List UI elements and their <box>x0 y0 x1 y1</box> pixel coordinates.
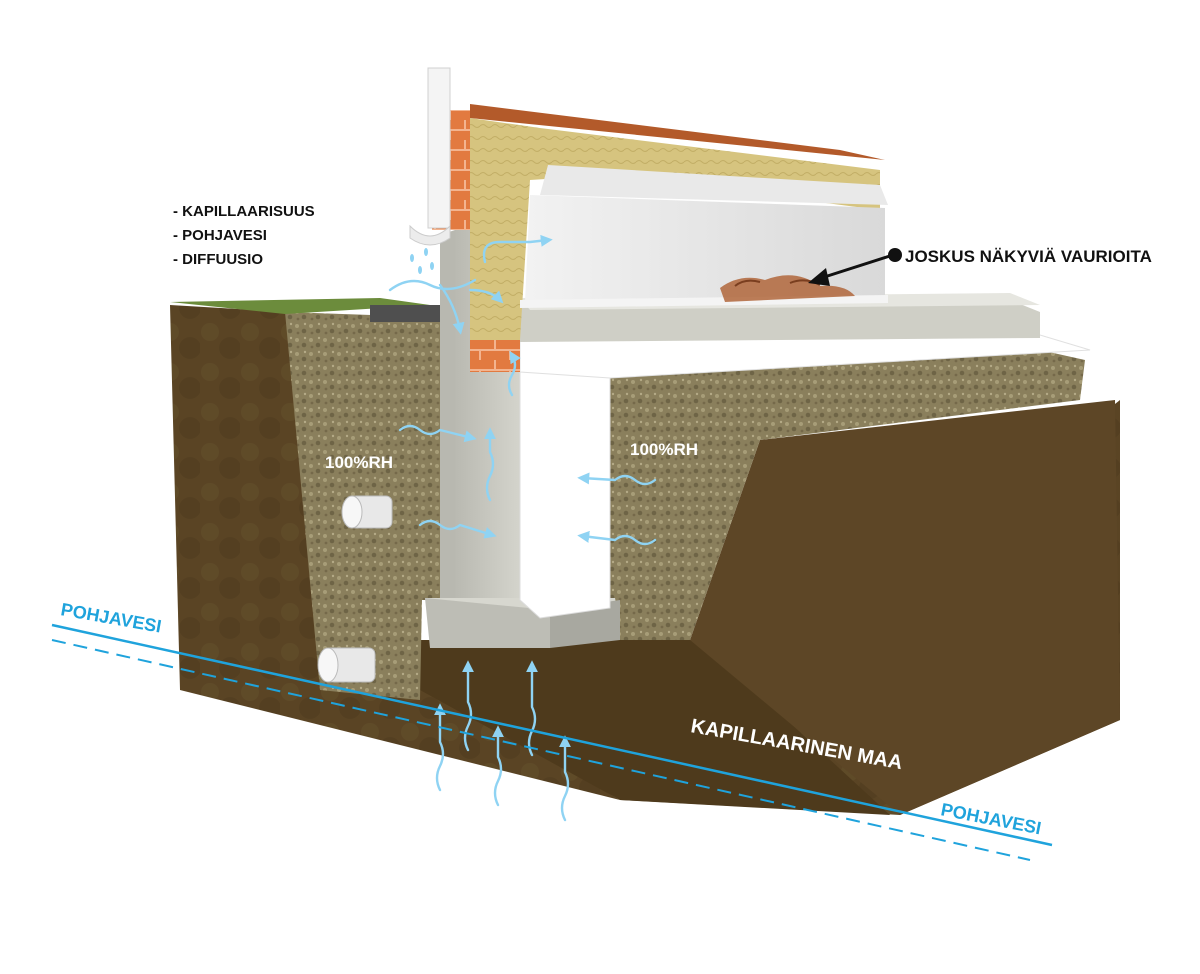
rh-label-left: 100%RH <box>325 453 393 472</box>
capillary-arrow-wall <box>507 350 521 397</box>
footing <box>425 598 620 648</box>
diffusion-arrow-right-1 <box>577 472 657 486</box>
capillary-arrow-2 <box>462 660 474 752</box>
downpipe <box>409 67 451 246</box>
capillary-arrow-1 <box>434 703 446 792</box>
rh-label-right: 100%RH <box>630 440 698 459</box>
groundwater-lines <box>51 623 1053 861</box>
paving-stone <box>370 305 440 322</box>
diffusion-arrow-wall-mid <box>468 288 504 304</box>
legend-item-capillarity: - KAPILLAARISUUS <box>173 203 315 220</box>
diffusion-arrow-left-2 <box>418 519 497 539</box>
diffusion-arrow-left-1 <box>398 424 477 443</box>
grass-strip <box>170 298 430 314</box>
legend-item-diffusion: - DIFFUUSIO <box>173 251 263 268</box>
legend-item-groundwater: - POHJAVESI <box>173 227 267 244</box>
drain-pipe-lower <box>317 647 376 683</box>
capillary-arrow-wall-2 <box>484 427 496 502</box>
capillary-arrow-5 <box>559 735 571 822</box>
damage-callout-label: JOSKUS NÄKYVIÄ VAURIOITA <box>905 247 1152 266</box>
diffusion-arrow-right-2 <box>577 530 657 546</box>
splash-swirl <box>388 278 477 330</box>
diffusion-arrow-wall-top <box>482 234 553 264</box>
damage-callout-pointer <box>808 248 902 286</box>
timber-plate <box>470 104 885 160</box>
eps-insulation <box>519 334 1091 619</box>
capillary-arrow-3 <box>492 725 504 807</box>
rain-drops <box>410 248 434 274</box>
gravel-under-slab <box>605 350 1085 640</box>
drain-pipe-upper <box>341 495 393 529</box>
